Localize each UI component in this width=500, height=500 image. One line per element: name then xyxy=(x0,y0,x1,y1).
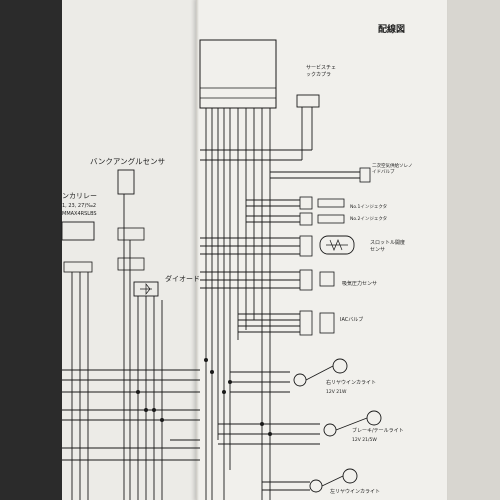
rear-winker-bulb-b xyxy=(332,358,348,374)
brake-tail-spec: 12V 21/5W xyxy=(352,438,377,443)
secondary-air-solenoid-label: 二次空気供給ソレノイドバルブ xyxy=(372,164,413,175)
right-page xyxy=(197,0,447,500)
winker-relay-symbol xyxy=(61,221,95,241)
iac-valve-label: IACバルブ xyxy=(340,317,364,323)
rear-winker-2-bulb-b xyxy=(342,468,358,484)
service-coupler xyxy=(296,94,320,108)
relay-label: ンカリレー xyxy=(62,192,97,200)
brake-tail-bulb-b xyxy=(366,410,382,426)
diode-label: ダイオード xyxy=(165,275,200,283)
rear-winker-spec: 12V 21W xyxy=(326,390,347,395)
relay-connector xyxy=(63,261,93,273)
rear-winker-2-label: 左リヤウインカライト xyxy=(330,489,381,495)
diagram-title: 配線図 xyxy=(378,25,406,35)
injector-2-label: No.2インジェクタ xyxy=(350,217,388,222)
iac-valve-symbol xyxy=(319,312,335,334)
brake-tail-label: ブレーキ/テールライト xyxy=(352,428,404,434)
rear-winker-label: 右リヤウインカライト xyxy=(326,380,377,386)
background xyxy=(447,0,500,500)
page-gutter xyxy=(196,0,199,500)
injector-1-symbol xyxy=(317,198,345,208)
injector-2-symbol xyxy=(317,214,345,224)
sensor-connector xyxy=(117,227,145,241)
sensor-connector-b xyxy=(117,257,145,271)
map-sensor-label: 吸気圧力センサ xyxy=(342,281,378,287)
throttle-sensor-symbol xyxy=(319,235,355,255)
rear-winker-2-bulb xyxy=(309,479,323,493)
bank-angle-sensor-label: バンクアングルセンサ xyxy=(90,157,166,166)
bank-angle-sensor-symbol xyxy=(117,169,135,195)
service-check-label: サービスチェックカプラ xyxy=(306,65,337,78)
relay-note-1: 1, 23, 27)‰2 xyxy=(62,203,97,209)
relay-note-2: MMAX4RSLBS xyxy=(62,211,97,217)
injector-1-label: No.1インジェクタ xyxy=(350,205,388,210)
throttle-sensor-label: スロットル開度センサ xyxy=(370,240,406,253)
rear-winker-bulb xyxy=(293,373,307,387)
left-page xyxy=(62,0,212,500)
map-sensor-symbol xyxy=(319,271,335,287)
brake-tail-bulb xyxy=(323,423,337,437)
